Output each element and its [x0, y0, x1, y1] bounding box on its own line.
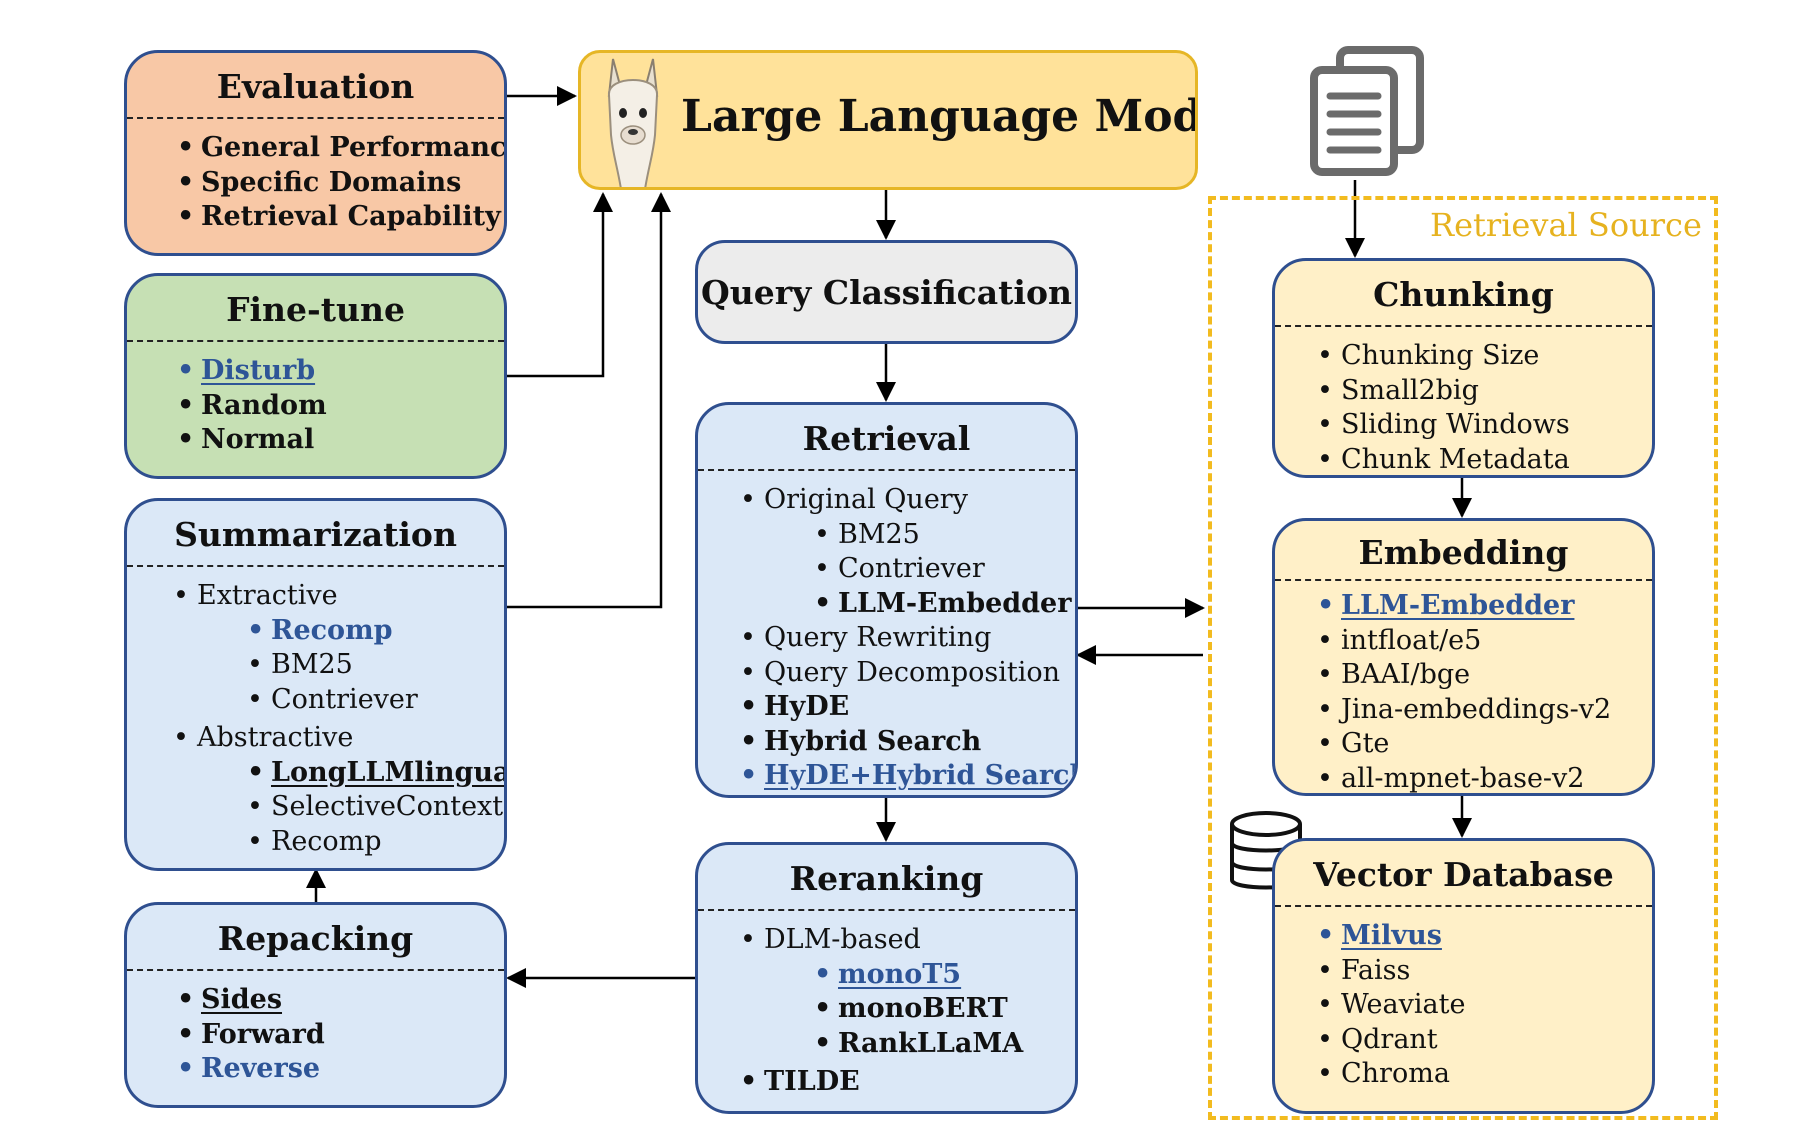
list-item: Sides — [177, 983, 504, 1018]
list-item: Jina-embeddings-v2 — [1317, 693, 1652, 728]
retrieval-source-frame — [1208, 196, 1718, 1120]
chunking-title: Chunking — [1275, 261, 1652, 327]
list-item: TILDE — [740, 1065, 1075, 1100]
list-item: Chunk Metadata — [1317, 443, 1652, 476]
list-item: Query Decomposition — [740, 656, 1075, 691]
list-item: Hybrid Search — [740, 725, 1075, 760]
list-item: Reverse — [177, 1052, 504, 1087]
retrieval-source-label: Retrieval Source — [1430, 206, 1702, 244]
list-item: LLM-Embedder — [814, 587, 1075, 622]
repacking-box: Repacking Sides Forward Reverse — [124, 902, 507, 1108]
arrow-finetune-to-llm — [507, 192, 613, 378]
list-item: Milvus — [1317, 919, 1652, 954]
vector-database-title: Vector Database — [1275, 841, 1652, 907]
list-item: BM25 — [247, 648, 504, 683]
summarization-box: Summarization Extractive Recomp BM25 Con… — [124, 498, 507, 871]
reranking-box: Reranking DLM-based monoT5 monoBERT Rank… — [695, 842, 1078, 1114]
list-item: Chroma — [1317, 1057, 1652, 1092]
list-item: Qdrant — [1317, 1023, 1652, 1058]
documents-icon — [1310, 46, 1424, 176]
retrieval-box: Retrieval Original Query BM25 Contriever… — [695, 402, 1078, 798]
list-item: Extractive — [173, 579, 504, 614]
list-item: Recomp — [247, 825, 504, 860]
arrow-summarization-to-llm — [507, 192, 671, 609]
list-item: LLM-Embedder — [1317, 589, 1652, 624]
list-item: monoT5 — [814, 958, 1075, 993]
query-classification-box: Query Classification — [695, 240, 1078, 344]
chunking-box: Chunking Chunking Size Small2big Sliding… — [1272, 258, 1655, 478]
list-item: Specific Domains — [177, 166, 504, 201]
list-item: Chunking Size — [1317, 339, 1652, 374]
list-item: intfloat/e5 — [1317, 624, 1652, 659]
list-item: Weaviate — [1317, 988, 1652, 1023]
repacking-title: Repacking — [127, 905, 504, 971]
list-item: Original Query — [740, 483, 1075, 518]
finetune-title: Fine-tune — [127, 276, 504, 342]
finetune-box: Fine-tune Disturb Random Normal — [124, 273, 507, 479]
list-item: Query Rewriting — [740, 621, 1075, 656]
list-item: Retrieval Capability — [177, 200, 504, 235]
list-item: Abstractive — [173, 721, 504, 756]
database-icon — [1230, 811, 1302, 890]
llama-icon — [607, 58, 659, 187]
evaluation-title: Evaluation — [127, 53, 504, 119]
query-classification-title: Query Classification — [701, 273, 1072, 312]
list-item: Forward — [177, 1018, 504, 1053]
list-item: Random — [177, 389, 504, 424]
list-item: BAAI/bge — [1317, 658, 1652, 693]
list-item: HyDE+Hybrid Search — [740, 759, 1075, 794]
reranking-title: Reranking — [698, 845, 1075, 911]
list-item: monoBERT — [814, 992, 1075, 1027]
list-item: Small2big — [1317, 374, 1652, 409]
list-item: Contriever — [814, 552, 1075, 587]
list-item: BM25 — [814, 518, 1075, 553]
summarization-title: Summarization — [127, 501, 504, 567]
list-item: LongLLMlingua — [247, 756, 504, 791]
list-item: Faiss — [1317, 954, 1652, 989]
list-item: SelectiveContext — [247, 790, 504, 825]
list-item: Gte — [1317, 727, 1652, 762]
evaluation-box: Evaluation General Performance Specific … — [124, 50, 507, 256]
vector-database-box: Vector Database Milvus Faiss Weaviate Qd… — [1272, 838, 1655, 1114]
list-item: RankLLaMA — [814, 1027, 1075, 1062]
list-item: Disturb — [177, 354, 504, 389]
list-item: Sliding Windows — [1317, 408, 1652, 443]
list-item: all-mpnet-base-v2 — [1317, 762, 1652, 794]
list-item: Contriever — [247, 683, 504, 718]
retrieval-title: Retrieval — [698, 405, 1075, 471]
list-item: DLM-based — [740, 923, 1075, 958]
llm-title: Large Language Model — [681, 91, 1198, 142]
llm-box: Large Language Model — [578, 50, 1198, 190]
embedding-box: Embedding LLM-Embedder intfloat/e5 BAAI/… — [1272, 518, 1655, 796]
embedding-title: Embedding — [1275, 521, 1652, 581]
list-item: General Performance — [177, 131, 504, 166]
list-item: Recomp — [247, 614, 504, 649]
list-item: HyDE — [740, 690, 1075, 725]
list-item: Normal — [177, 423, 504, 458]
